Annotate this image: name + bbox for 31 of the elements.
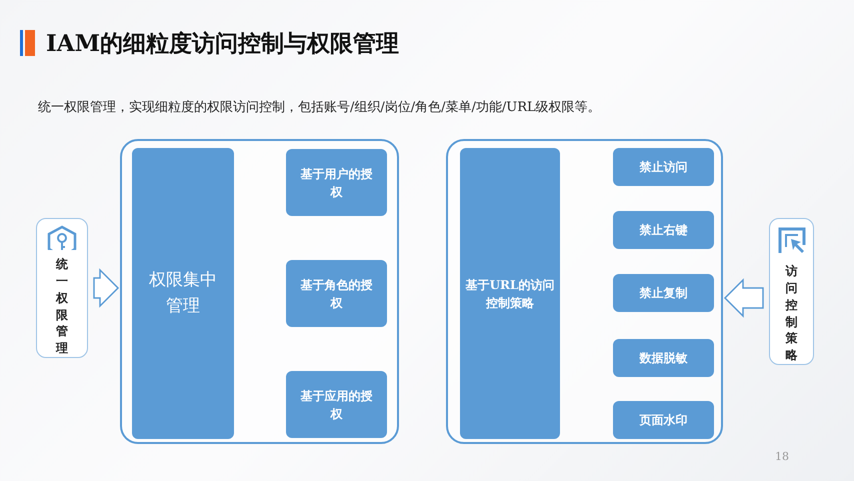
box-label: 数据脱敏 [640, 350, 688, 367]
feature-box [613, 339, 714, 377]
side-card [769, 218, 814, 365]
box-label: 基于URL的访问控制策略 [464, 276, 556, 312]
feature-box [613, 211, 714, 249]
box-label: 禁止访问 [640, 159, 688, 176]
card-label: 访问控制策略 [786, 263, 798, 364]
box-label: 基于应用的授权 [300, 388, 373, 422]
feature-box [286, 371, 387, 438]
box-label: 页面水印 [640, 412, 688, 429]
feature-box [613, 148, 714, 186]
group-panel [446, 139, 723, 444]
feature-box [613, 401, 714, 439]
page-number: 18 [775, 450, 789, 463]
box-label: 禁止右键 [640, 222, 688, 239]
block-arrow [93, 268, 120, 308]
box-label: 权限集中管理 [148, 269, 218, 318]
box-label: 基于用户的授权 [300, 166, 373, 200]
title: IAM的细粒度访问控制与权限管理 [46, 29, 400, 59]
main-block [460, 148, 560, 439]
box-label: 禁止复制 [640, 285, 688, 302]
main-block [132, 148, 234, 439]
box-label: 基于角色的授权 [300, 276, 373, 312]
side-card [36, 218, 88, 358]
feature-box [613, 274, 714, 312]
card-label: 统一权限管理 [56, 256, 68, 357]
feature-box [286, 149, 387, 216]
block-arrow [724, 278, 764, 318]
subtitle: 统一权限管理，实现细粒度的权限访问控制，包括账号/组织/岗位/角色/菜单/功能/URL级权限等。 [38, 99, 601, 116]
feature-box [286, 260, 387, 327]
group-panel [120, 139, 399, 444]
